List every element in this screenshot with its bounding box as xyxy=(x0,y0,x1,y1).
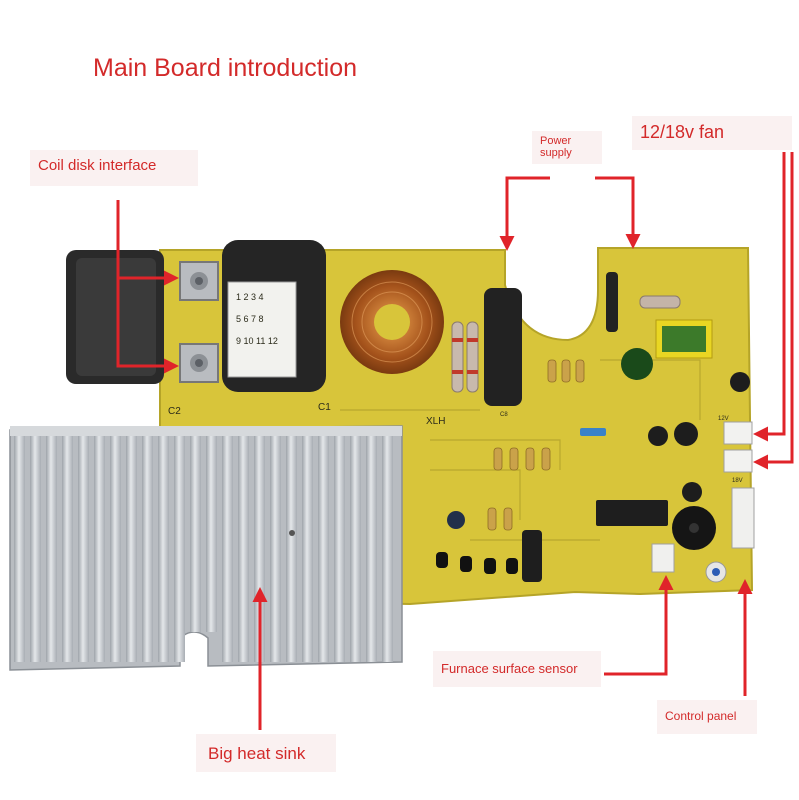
fan-connector-12v xyxy=(723,421,753,445)
label-furnace-surface-sensor: Furnace surface sensor xyxy=(433,651,601,687)
svg-text:9 10 11 12: 9 10 11 12 xyxy=(236,336,278,346)
heat-sink-fin xyxy=(318,432,329,662)
board-mark-c1: C1 xyxy=(318,402,331,413)
heat-sink-fin xyxy=(46,432,57,662)
coil-terminal-bottom xyxy=(179,343,219,383)
heat-sink-fin xyxy=(334,432,345,662)
heat-sink-fin xyxy=(142,432,153,662)
pointer-arrows xyxy=(116,152,794,730)
heat-sink-fin xyxy=(14,432,25,662)
label-big-heat-sink: Big heat sink xyxy=(196,734,336,772)
heat-sink-fin xyxy=(286,432,297,662)
label-power-supply: Power supply xyxy=(532,131,602,164)
board-mark-18v: 18V xyxy=(732,478,743,484)
heat-sink-fin xyxy=(366,432,377,662)
power-capacitor xyxy=(484,288,522,406)
heat-sink-fin xyxy=(270,432,281,662)
board-mark-c2: C2 xyxy=(168,406,181,417)
heat-sink-fin xyxy=(110,432,121,662)
power-resistors xyxy=(451,321,479,393)
heat-sink-fin xyxy=(30,432,41,662)
heat-sink xyxy=(9,425,403,671)
label-coil-disk-interface: Coil disk interface xyxy=(30,150,198,186)
heat-sink-fin xyxy=(62,432,73,662)
sensor-connector xyxy=(651,543,675,573)
heat-sink-fin xyxy=(174,432,185,662)
right-components xyxy=(436,272,750,583)
heat-sink-fin xyxy=(78,432,89,662)
board-mark-xlh: XLH xyxy=(426,416,445,427)
heat-sink-fin xyxy=(382,432,393,662)
heat-sink-fin xyxy=(158,432,169,662)
label-fan: 12/18v fan xyxy=(632,116,792,150)
svg-text:1 2 3 4: 1 2 3 4 xyxy=(236,292,264,302)
board-mark-12v: 12V xyxy=(718,416,729,422)
page-title: Main Board introduction xyxy=(93,54,358,82)
heat-sink-fin xyxy=(206,432,217,632)
heat-sink-fin xyxy=(254,432,265,662)
heat-sink-fin xyxy=(126,432,137,662)
heat-sink-fin xyxy=(302,432,313,662)
fan-connector-18v xyxy=(723,449,753,473)
svg-text:5 6 7 8: 5 6 7 8 xyxy=(236,314,264,324)
coil-terminal-top xyxy=(179,261,219,301)
heat-sink-fin xyxy=(350,432,361,662)
toroid-inductor xyxy=(340,270,444,374)
label-control-panel: Control panel xyxy=(657,700,757,734)
heat-sink-fin xyxy=(238,432,249,662)
svg-text:C8: C8 xyxy=(500,412,508,418)
control-panel-connector xyxy=(731,487,755,549)
heat-sink-fin xyxy=(222,432,233,662)
heat-sink-fin xyxy=(190,432,201,632)
heat-sink-fin xyxy=(94,432,105,662)
